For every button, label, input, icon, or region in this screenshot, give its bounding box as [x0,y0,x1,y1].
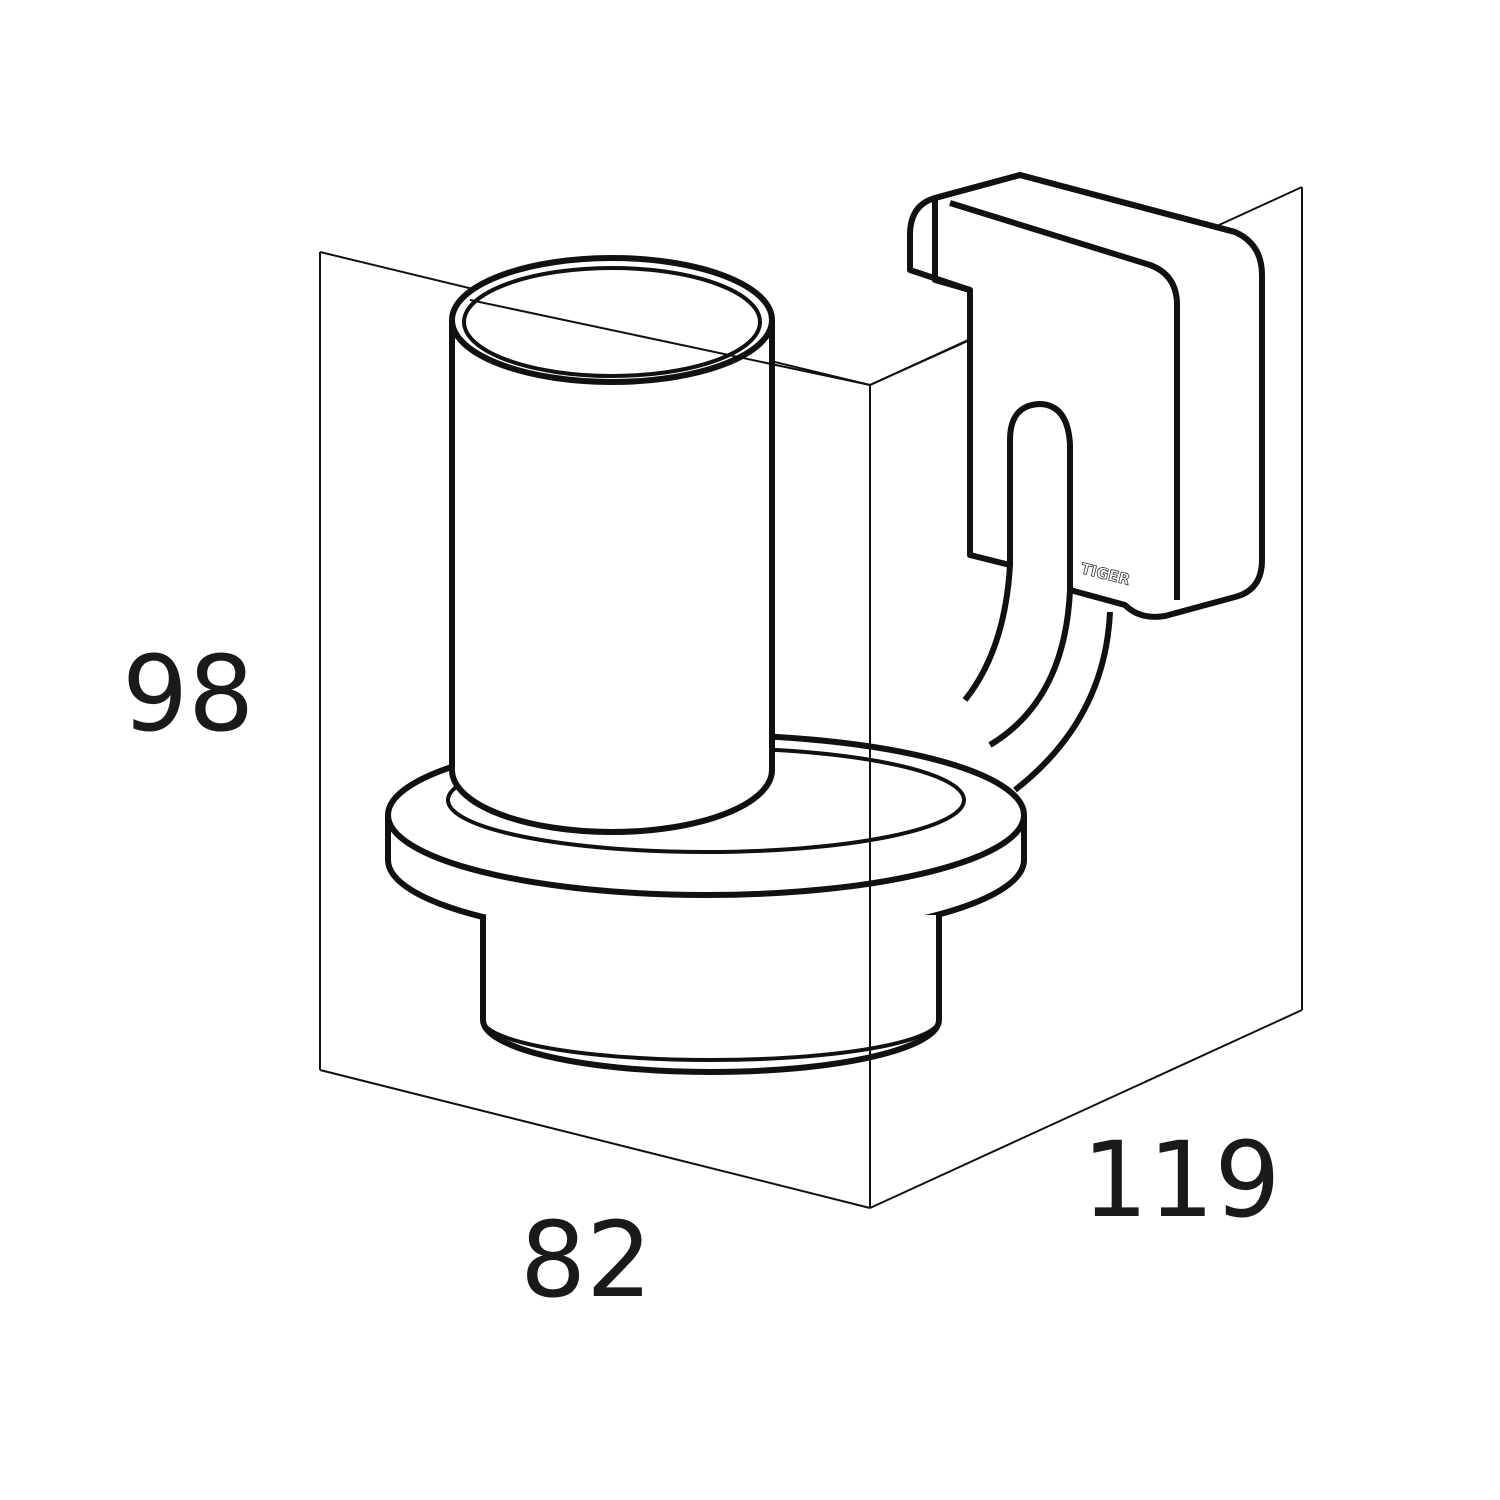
wall-mount [907,172,1265,620]
holder-arm [962,564,1113,793]
depth-dimension-label: 119 [1082,1119,1281,1241]
width-dimension-label: 82 [520,1199,653,1321]
height-dimension-label: 98 [122,633,255,755]
lower-cup-base [480,915,942,1075]
bounding-box-overlay [469,299,971,1208]
tumbler-glass [449,255,775,835]
